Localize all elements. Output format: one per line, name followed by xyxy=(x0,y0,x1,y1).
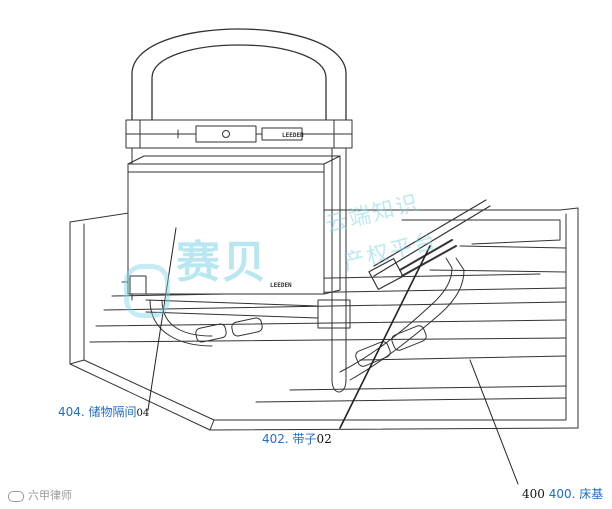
footer-watermark: 六甲律师 xyxy=(8,487,72,503)
label-strap: 402. 带子02 xyxy=(262,432,332,446)
device-brand-top: LEEDEN xyxy=(282,132,304,139)
rail-lower-frame xyxy=(145,299,319,347)
bed-base-frame xyxy=(69,207,579,431)
label-bed-base-prefix: 400 xyxy=(522,487,545,501)
label-bed-base-text: 400. 床基 xyxy=(548,487,604,501)
device-brand-pocket: LEEDEN xyxy=(270,282,292,289)
label-storage-divider-suffix: 04 xyxy=(136,408,150,419)
label-storage-divider-text: 404. 储物隔间 xyxy=(58,405,137,419)
watermark-logo-icon xyxy=(124,264,170,318)
watermark-brand: 赛贝 xyxy=(176,237,268,288)
label-strap-text: 402. 带子 xyxy=(262,432,317,446)
footer-text: 六甲律师 xyxy=(28,489,72,502)
footer-logo-icon xyxy=(8,490,24,502)
label-strap-suffix: 02 xyxy=(316,432,332,446)
leader-lines xyxy=(147,227,519,485)
label-bed-base: 400 400. 床基 xyxy=(522,487,603,501)
label-storage-divider: 404. 储物隔间04 xyxy=(58,405,149,421)
rail-handle xyxy=(131,28,347,123)
rail-top-bar xyxy=(125,119,353,149)
connector-tubes xyxy=(195,257,465,381)
